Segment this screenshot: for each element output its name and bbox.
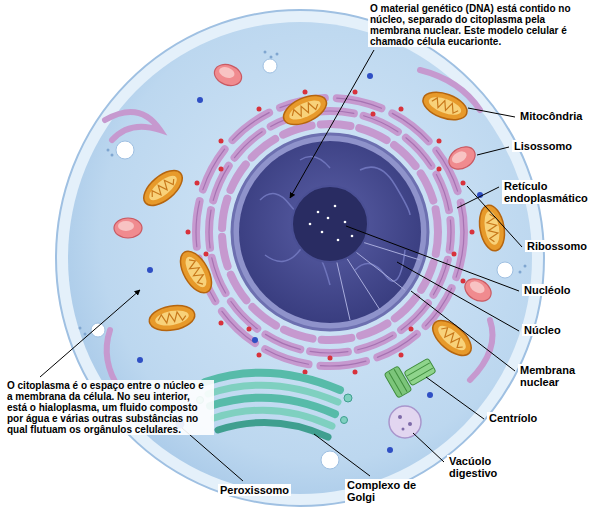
- golgi-complex: [205, 373, 340, 437]
- organelle-label: Lisossomo: [512, 140, 574, 152]
- leader-line: [314, 434, 370, 476]
- organelle-label: Nucléolo: [522, 284, 572, 296]
- organelle-label: Complexo de Golgi: [345, 479, 429, 503]
- leader-line: [413, 433, 444, 462]
- organelle-label: Centríolo: [487, 412, 539, 424]
- annotation-text: O citoplasma é o espaço entre o núcleo e…: [5, 380, 214, 435]
- leader-line: [40, 290, 140, 377]
- digestive-vacuole: [389, 406, 421, 438]
- organelle-label: Núcleo: [522, 324, 563, 336]
- organelle-label: Retículo endoplasmático: [502, 180, 596, 204]
- chromatin: [260, 156, 410, 285]
- nucleolus: [292, 186, 368, 262]
- organelle-label: Peroxissomo: [218, 484, 291, 496]
- nucleolus-dots: [309, 205, 354, 242]
- leader-line: [426, 377, 484, 419]
- leader-line: [477, 147, 509, 155]
- golgi-vesicles: [197, 394, 353, 424]
- organelle-label: Mitocôndria: [518, 110, 584, 122]
- organelle-label: Membrana nuclear: [518, 364, 584, 388]
- leader-line: [346, 226, 519, 291]
- leader-line: [182, 428, 243, 481]
- organelle-label: Ribossomo: [525, 240, 589, 252]
- organelle-label: Vacúolo digestivo: [447, 455, 513, 479]
- endoplasmic-reticulum: [105, 70, 493, 390]
- annotation-text: O material genético (DNA) está contido n…: [368, 3, 596, 47]
- nucleus: [239, 141, 421, 323]
- leader-line: [290, 50, 374, 198]
- nuclear-membrane: [232, 134, 428, 330]
- leader-line: [468, 108, 515, 117]
- leader-line: [397, 262, 519, 331]
- ribosomes: [186, 90, 475, 375]
- leader-line: [411, 291, 515, 371]
